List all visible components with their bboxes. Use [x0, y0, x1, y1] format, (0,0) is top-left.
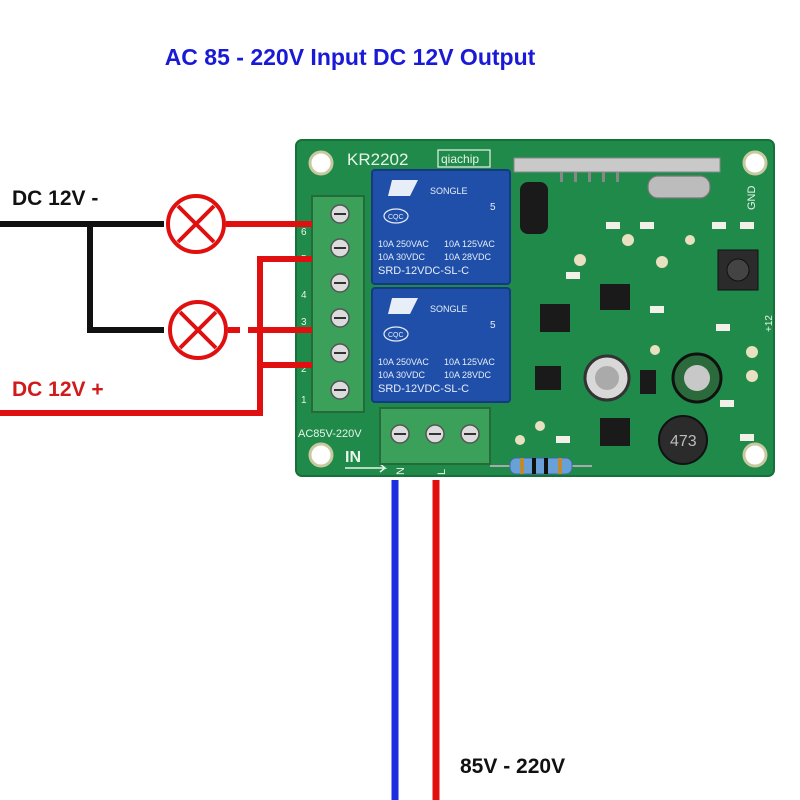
board-brand-text: qiachip	[441, 152, 479, 166]
diagram-title: AC 85 - 220V Input DC 12V Output	[164, 44, 536, 70]
relay-rating: 10A 250VAC	[378, 357, 429, 367]
relay-board: KR2202 qiachip AC85V-220V IN N L GND +12…	[295, 139, 775, 477]
relay-cert: CQC	[388, 214, 404, 221]
relay-rating: 10A 30VDC	[378, 252, 426, 262]
ic-chip	[600, 284, 630, 310]
wire-dc-positive	[0, 256, 312, 416]
lamp-2	[168, 300, 228, 360]
relay-ul: 5	[490, 320, 496, 331]
ic-chip	[540, 304, 570, 332]
relay-rating: 10A 28VDC	[444, 370, 492, 380]
diode	[640, 370, 656, 394]
transistor	[535, 366, 561, 390]
in-arrow	[345, 463, 388, 473]
mounting-hole	[742, 442, 768, 468]
relay-rating: 10A 125VAC	[444, 239, 495, 249]
terminal-number: 2	[301, 364, 307, 375]
board-n-label: N	[395, 467, 407, 475]
terminal-number: 4	[301, 290, 307, 301]
wire-dc-negative	[0, 221, 164, 333]
resistor	[509, 457, 573, 475]
relay-ul: 5	[490, 202, 496, 213]
brand-box	[437, 149, 491, 168]
relay-rating: 10A 125VAC	[444, 357, 495, 367]
board-l-label: L	[436, 469, 448, 475]
board-gnd-label: GND	[746, 186, 758, 211]
inductor-mark: 473	[670, 433, 697, 450]
ic-chip	[600, 418, 630, 446]
mounting-hole	[742, 150, 768, 176]
relay-model: SRD-12VDC-SL-C	[378, 265, 469, 277]
relay-2: SONGLE CQC 5 10A 250VAC 10A 125VAC 10A 3…	[371, 287, 511, 403]
relay-cert: CQC	[388, 332, 404, 339]
mounting-hole	[308, 150, 334, 176]
mounting-hole	[308, 442, 334, 468]
relay-model: SRD-12VDC-SL-C	[378, 383, 469, 395]
crystal-oscillator	[647, 175, 711, 199]
lamp-1	[166, 194, 226, 254]
ac-supply-label: 85V - 220V	[460, 755, 566, 778]
terminal-block-ac-input	[379, 407, 491, 465]
board-in-label: IN	[345, 449, 361, 466]
rf-module	[513, 157, 721, 173]
terminal-block-6way	[311, 195, 365, 413]
relay-brand: SONGLE	[430, 186, 468, 196]
terminal-number: 3	[301, 317, 307, 328]
relay-rating: 10A 28VDC	[444, 252, 492, 262]
relay-1: SONGLE CQC 5 10A 250VAC 10A 125VAC 10A 3…	[371, 169, 511, 285]
inductor	[658, 415, 708, 465]
relay-rating: 10A 250VAC	[378, 239, 429, 249]
antenna-coil	[520, 182, 548, 234]
board-model-text: KR2202	[347, 150, 408, 169]
dc-negative-label: DC 12V -	[12, 187, 99, 210]
terminal-number: 1	[301, 395, 307, 406]
board-plus12-label: +12	[764, 315, 775, 332]
relay-brand: SONGLE	[430, 304, 468, 314]
board-input-rating: AC85V-220V	[298, 428, 362, 440]
relay-rating: 10A 30VDC	[378, 370, 426, 380]
dc-positive-label: DC 12V +	[12, 378, 104, 401]
terminal-number: 6	[301, 227, 307, 238]
